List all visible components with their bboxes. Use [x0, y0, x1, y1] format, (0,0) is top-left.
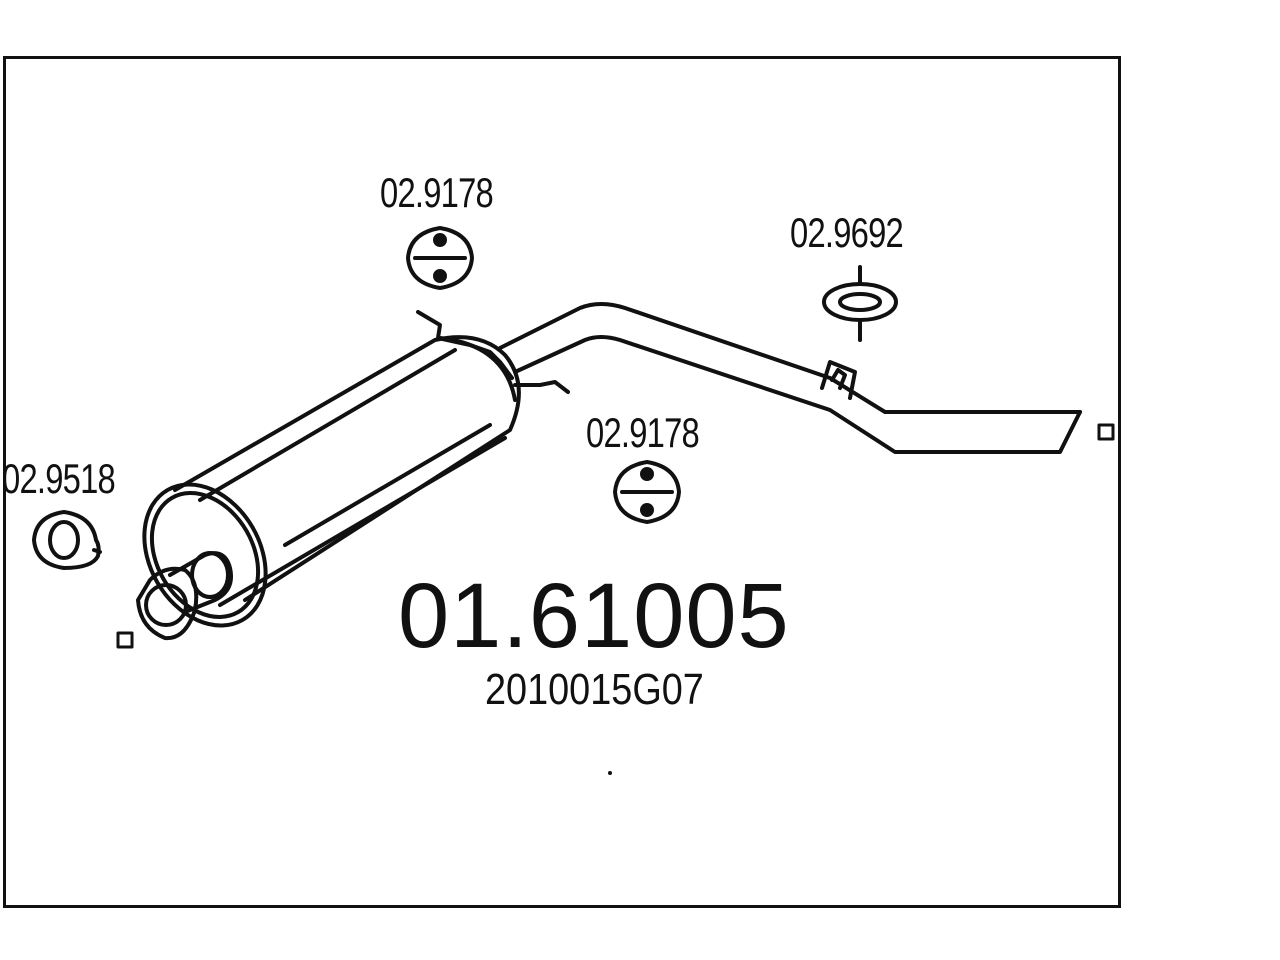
reference-square-left — [116, 631, 134, 649]
inlet-flange — [136, 551, 233, 641]
tailpipe-bracket — [820, 360, 857, 400]
tail-pipe — [498, 302, 1082, 454]
reference-square-right — [1097, 423, 1115, 441]
part-number-label-hanger-top: 02.9178 — [380, 169, 494, 216]
rubber-hanger-icon — [613, 460, 681, 524]
part-number-label-mount: 02.9692 — [790, 209, 904, 256]
stray-dot — [608, 771, 612, 775]
rubber-mount-icon — [822, 265, 898, 342]
part-number-label-hanger-mid: 02.9178 — [586, 409, 700, 456]
diagram-frame — [3, 56, 1121, 908]
oem-number: 2010015G07 — [485, 665, 704, 714]
gasket-ring-icon — [32, 510, 102, 570]
hanger-rods — [416, 310, 570, 394]
part-number-label-gasket: 02.9518 — [2, 455, 116, 502]
main-part-number: 01.61005 — [398, 565, 790, 667]
rubber-hanger-icon — [406, 226, 474, 290]
